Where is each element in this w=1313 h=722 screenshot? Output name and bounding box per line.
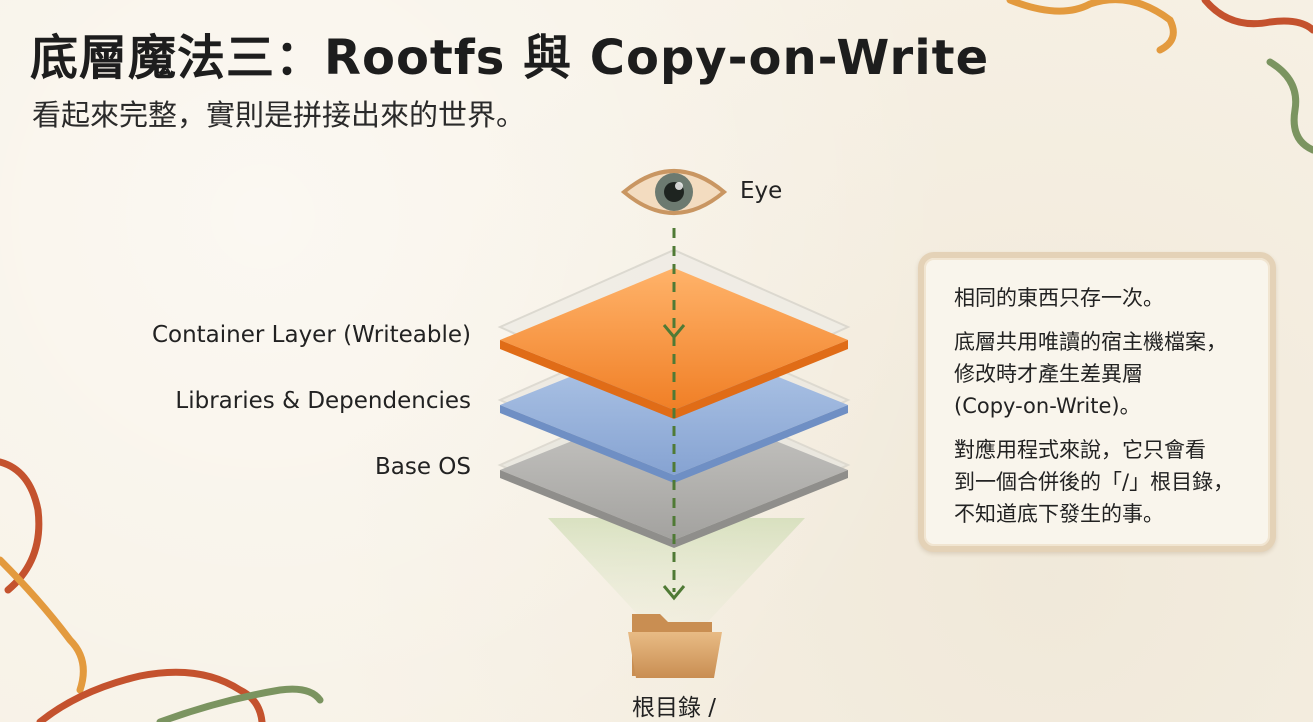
folder-icon	[628, 614, 722, 678]
sight-line	[662, 228, 686, 601]
layer-label-base-os: Base OS	[374, 454, 471, 480]
explanation-note: 相同的東西只存一次。 底層共用唯讀的宿主機檔案， 修改時才產生差異層 (Copy…	[918, 252, 1276, 552]
note-line-2: 底層共用唯讀的宿主機檔案， 修改時才產生差異層 (Copy-on-Write)。	[954, 330, 1227, 418]
page-title: 底層魔法三：Rootfs 與 Copy-on-Write	[30, 30, 990, 86]
note-line-3: 對應用程式來說，它只會看 到一個合併後的「/」根目錄， 不知道底下發生的事。	[954, 438, 1235, 526]
root-directory-label: 根目錄 /	[632, 695, 717, 721]
eye-icon	[620, 169, 728, 215]
layer-label-container: Container Layer (Writeable)	[151, 322, 471, 348]
view-beam	[548, 518, 805, 630]
eye-label: Eye	[740, 178, 783, 204]
page-subtitle: 看起來完整，實則是拼接出來的世界。	[32, 98, 526, 132]
layer-label-libraries: Libraries & Dependencies	[175, 388, 471, 414]
note-line-1: 相同的東西只存一次。	[954, 286, 1164, 310]
